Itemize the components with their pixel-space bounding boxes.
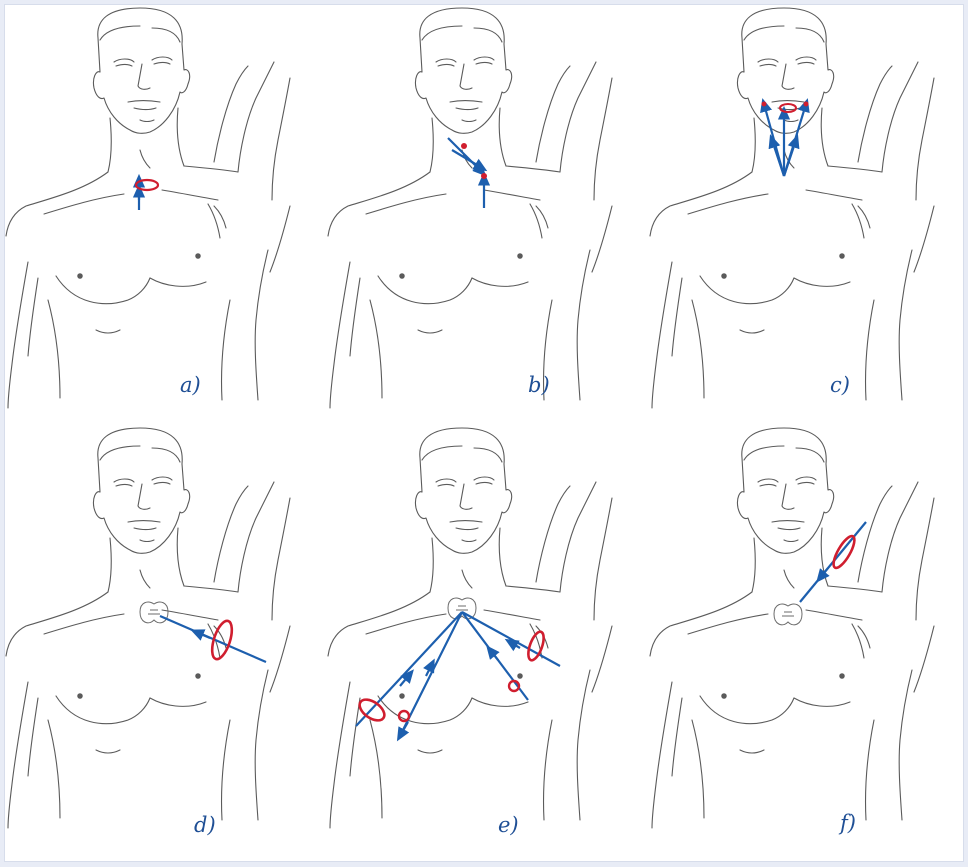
panel-caption-f: f) <box>838 811 856 835</box>
panel-caption-e: e) <box>498 813 519 837</box>
panel-d: d) <box>6 428 290 837</box>
panel-caption-c: c) <box>830 373 850 397</box>
panel-b: b) <box>328 8 612 408</box>
torso-sketch-f <box>650 428 934 828</box>
node-marker-f <box>830 533 858 570</box>
node-marker-c3 <box>804 102 809 107</box>
panel-caption-d: d) <box>194 813 216 837</box>
node-marker-e2 <box>399 711 409 721</box>
node-marker-b2 <box>481 173 487 179</box>
panel-c: c) <box>650 8 934 408</box>
node-marker-b1 <box>461 143 467 149</box>
node-marker-c2 <box>762 102 767 107</box>
panel-caption-a: a) <box>180 373 201 397</box>
torso-sketch-c <box>650 8 934 408</box>
panel-e: e) <box>328 428 612 837</box>
torso-sketch-e <box>328 428 612 828</box>
node-marker-c <box>780 104 796 112</box>
torso-sketch-a <box>6 8 290 408</box>
lymph-drainage-arrows-c <box>764 104 806 176</box>
lymph-drainage-arrows-e <box>356 612 560 736</box>
lymph-drainage-arrows-b <box>448 138 484 208</box>
panel-caption-b: b) <box>528 373 550 397</box>
thyroid-sketch-d <box>140 602 168 623</box>
thyroid-sketch-e <box>448 598 476 619</box>
thyroid-sketch-f <box>774 604 802 625</box>
torso-sketch-d <box>6 428 290 828</box>
torso-sketch-b <box>328 8 612 408</box>
panel-a: a) <box>6 8 290 408</box>
panel-f: f) <box>650 428 934 835</box>
node-marker-d <box>208 619 236 662</box>
